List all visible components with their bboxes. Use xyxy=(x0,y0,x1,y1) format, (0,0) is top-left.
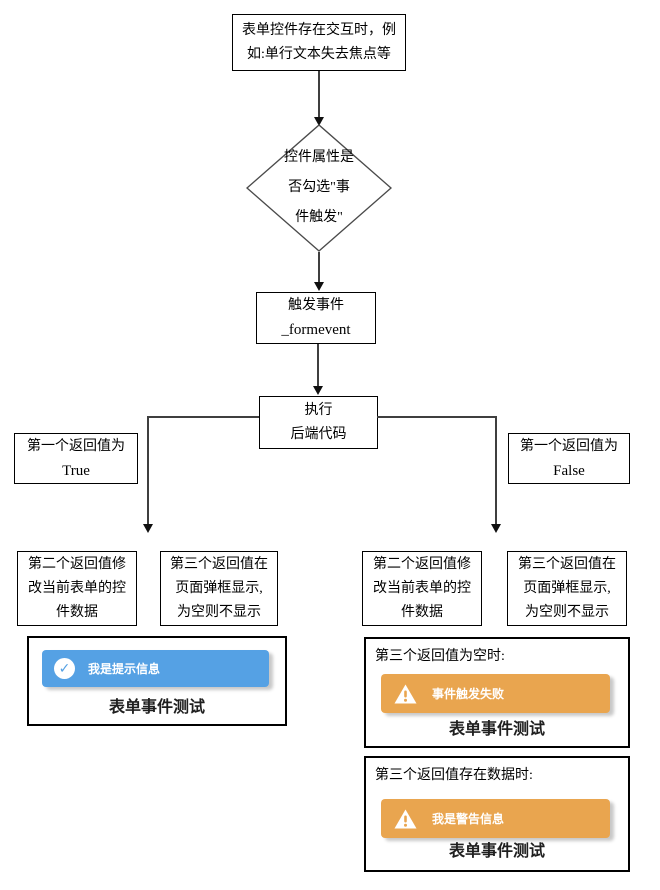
toast-message: 事件触发失败 xyxy=(432,687,505,701)
warning-triangle-icon xyxy=(394,809,417,828)
connector-left-branch-horizontal xyxy=(147,416,259,418)
node-return-true: 第一个返回值为 True xyxy=(14,433,138,484)
node-text-line: True xyxy=(62,462,90,479)
node-third-return-left: 第三个返回值在 页面弹框显示, 为空则不显示 xyxy=(160,551,278,626)
node-decision: 控件属性是 否勾选"事 件触发" xyxy=(245,124,393,252)
arrowhead-icon xyxy=(314,117,324,126)
node-text-line: 件数据 xyxy=(56,604,98,620)
toast-warning: 事件触发失败 xyxy=(381,674,610,713)
connector-start-decision xyxy=(318,71,320,118)
node-text-line: 触发事件 xyxy=(288,298,344,313)
connector-right-branch-vertical xyxy=(495,416,497,525)
warning-triangle-icon xyxy=(394,684,417,703)
preview-header: 第三个返回值为空时: xyxy=(375,649,505,664)
node-text-line: 为空则不显示 xyxy=(525,604,609,620)
node-text-line: 第三个返回值在 xyxy=(518,556,616,572)
arrowhead-icon xyxy=(491,524,501,533)
node-text-line: 第二个返回值修 xyxy=(373,556,471,572)
arrowhead-icon xyxy=(313,386,323,395)
preview-empty-panel: 第三个返回值为空时: 事件触发失败 表单事件测试 xyxy=(364,637,630,748)
arrowhead-icon xyxy=(314,282,324,291)
connector-decision-trigger xyxy=(318,252,320,283)
node-text-line: 页面弹框显示, xyxy=(175,580,263,596)
decision-text: 控件属性是 否勾选"事 件触发" xyxy=(246,124,392,252)
node-trigger-event: 触发事件 _formevent xyxy=(256,292,376,344)
toast-message: 我是提示信息 xyxy=(88,662,161,676)
node-text-line: 为空则不显示 xyxy=(177,604,261,620)
node-text-line: 执行 xyxy=(304,402,333,418)
check-circle-icon: ✓ xyxy=(54,658,75,679)
arrowhead-icon xyxy=(143,524,153,533)
node-form-interaction: 表单控件存在交互时，例 如:单行文本失去焦点等 xyxy=(232,14,406,71)
node-text-line: 改当前表单的控 xyxy=(28,580,126,596)
node-text-line: _formevent xyxy=(281,322,351,338)
form-title: 表单事件测试 xyxy=(448,843,545,860)
toast-warning: 我是警告信息 xyxy=(381,799,610,838)
node-text-line: 否勾选"事 xyxy=(288,180,350,195)
node-execute-backend: 执行 后端代码 xyxy=(259,396,378,449)
node-text-line: 改当前表单的控 xyxy=(373,580,471,596)
connector-left-branch-vertical xyxy=(147,416,149,525)
node-text-line: 控件属性是 xyxy=(284,150,354,165)
node-text-line: 第二个返回值修 xyxy=(28,556,126,572)
preview-header: 第三个返回值存在数据时: xyxy=(375,768,533,783)
node-text-line: 第三个返回值在 xyxy=(170,556,268,572)
form-title: 表单事件测试 xyxy=(108,699,205,716)
node-text-line: 件数据 xyxy=(401,604,443,620)
node-text-line: 如:单行文本失去焦点等 xyxy=(247,46,391,62)
node-text-line: False xyxy=(553,462,585,479)
node-text-line: 后端代码 xyxy=(290,426,347,442)
node-third-return-right: 第三个返回值在 页面弹框显示, 为空则不显示 xyxy=(507,551,627,626)
toast-info: ✓ 我是提示信息 xyxy=(42,650,269,687)
decision-diamond-shape xyxy=(245,124,393,252)
node-second-return-right: 第二个返回值修 改当前表单的控 件数据 xyxy=(362,551,482,626)
node-text-line: 表单控件存在交互时，例 xyxy=(242,22,396,38)
form-title: 表单事件测试 xyxy=(448,721,545,738)
node-second-return-left: 第二个返回值修 改当前表单的控 件数据 xyxy=(17,551,137,626)
toast-message: 我是警告信息 xyxy=(432,812,505,826)
connector-trigger-execute xyxy=(317,344,319,387)
preview-success-panel: ✓ 我是提示信息 表单事件测试 xyxy=(27,636,287,726)
node-text-line: 第一个返回值为 xyxy=(520,438,618,454)
node-text-line: 件触发" xyxy=(295,210,343,225)
node-return-false: 第一个返回值为 False xyxy=(508,433,630,484)
node-text-line: 第一个返回值为 xyxy=(27,438,125,454)
preview-warning-panel: 第三个返回值存在数据时: 我是警告信息 表单事件测试 xyxy=(364,756,630,872)
node-text-line: 页面弹框显示, xyxy=(523,580,611,596)
connector-right-branch-horizontal xyxy=(377,416,497,418)
